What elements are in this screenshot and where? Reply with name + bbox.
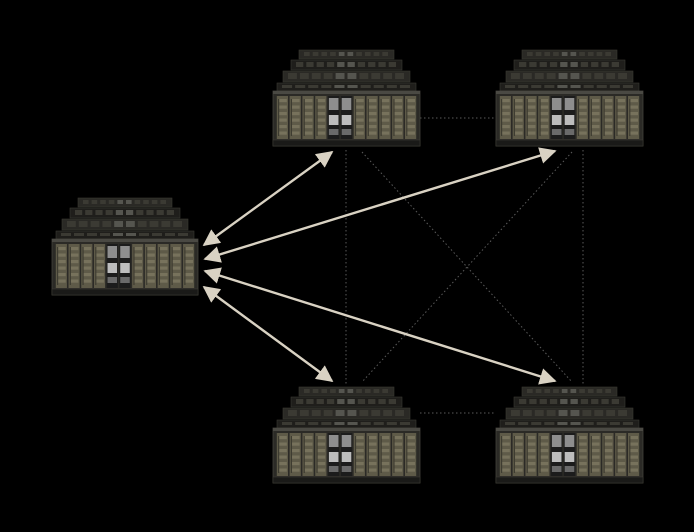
server-rack-icon [495, 386, 644, 484]
server-bottom-left [272, 386, 421, 484]
server-source [51, 197, 199, 296]
server-nodes [51, 49, 644, 484]
arrow-source-top-right [203, 147, 557, 263]
arrow-source-top-left [202, 151, 334, 246]
arrow-source-bottom-right [203, 267, 557, 385]
server-rack-icon [272, 386, 421, 484]
arrow-source-bottom-left [202, 286, 334, 382]
dotted-links [345, 117, 584, 414]
connection-arrows [202, 147, 557, 385]
server-rack-icon [51, 197, 199, 296]
server-bottom-right [495, 386, 644, 484]
server-top-right [495, 49, 644, 147]
server-top-left [272, 49, 421, 147]
server-rack-icon [272, 49, 421, 147]
server-rack-icon [495, 49, 644, 147]
